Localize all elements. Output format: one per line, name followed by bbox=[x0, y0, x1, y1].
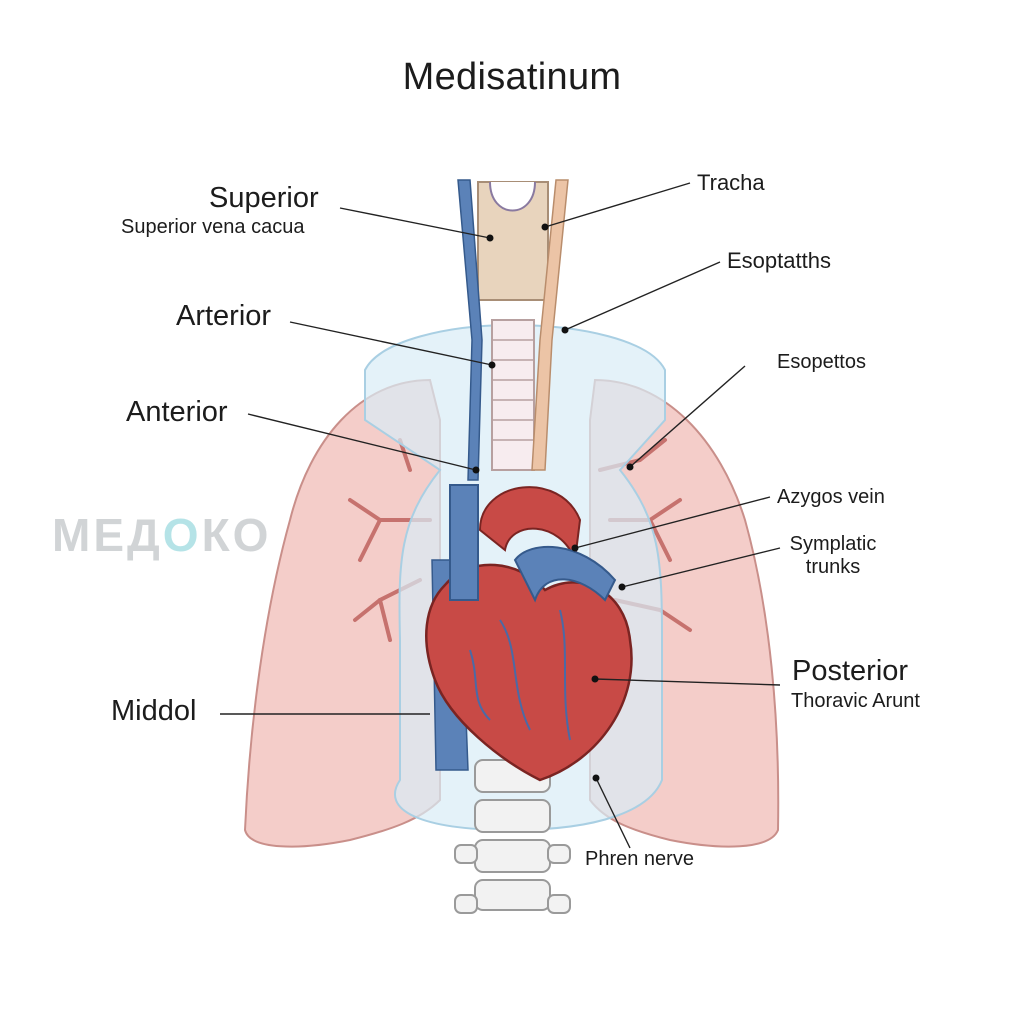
label-symplatic-trunks: Symplatic trunks bbox=[780, 533, 886, 579]
trachea bbox=[477, 181, 549, 471]
label-arterior: Arterior bbox=[176, 300, 272, 332]
vertebral-column bbox=[454, 759, 571, 914]
label-superior: Superior bbox=[209, 182, 319, 214]
diagram-title: Medisatinum bbox=[402, 56, 622, 98]
left-lung bbox=[243, 378, 441, 848]
label-anterior: Anterior bbox=[126, 396, 228, 428]
superior-vena-cava-heart bbox=[449, 484, 479, 601]
aortic-arch bbox=[478, 486, 582, 561]
leader-lines bbox=[220, 182, 781, 849]
pulmonary-trunk bbox=[513, 545, 617, 603]
label-esoptatths: Esoptatths bbox=[727, 248, 831, 273]
leader-dots bbox=[472, 223, 634, 782]
label-phren-nerve: Phren nerve bbox=[585, 848, 694, 870]
label-middol: Middol bbox=[111, 695, 197, 727]
label-symplatic-line2: trunks bbox=[805, 556, 861, 578]
label-posterior: Posterior bbox=[792, 655, 909, 687]
label-thoracic-aorta: Thoravic Arunt bbox=[791, 690, 920, 712]
label-superior-vena-cava: Superior vena cacua bbox=[121, 216, 305, 238]
label-tracha: Tracha bbox=[697, 170, 765, 195]
label-esopettos: Esopettos bbox=[777, 351, 866, 373]
coronary-vessels bbox=[469, 609, 571, 741]
label-symplatic-line1: Symplatic bbox=[789, 533, 877, 555]
label-azygos-vein: Azygos vein bbox=[777, 486, 885, 508]
superior-vena-cava-vessel bbox=[457, 179, 483, 481]
esophagus-vessel bbox=[531, 179, 569, 471]
watermark-logo: МЕДОКО bbox=[52, 509, 272, 561]
